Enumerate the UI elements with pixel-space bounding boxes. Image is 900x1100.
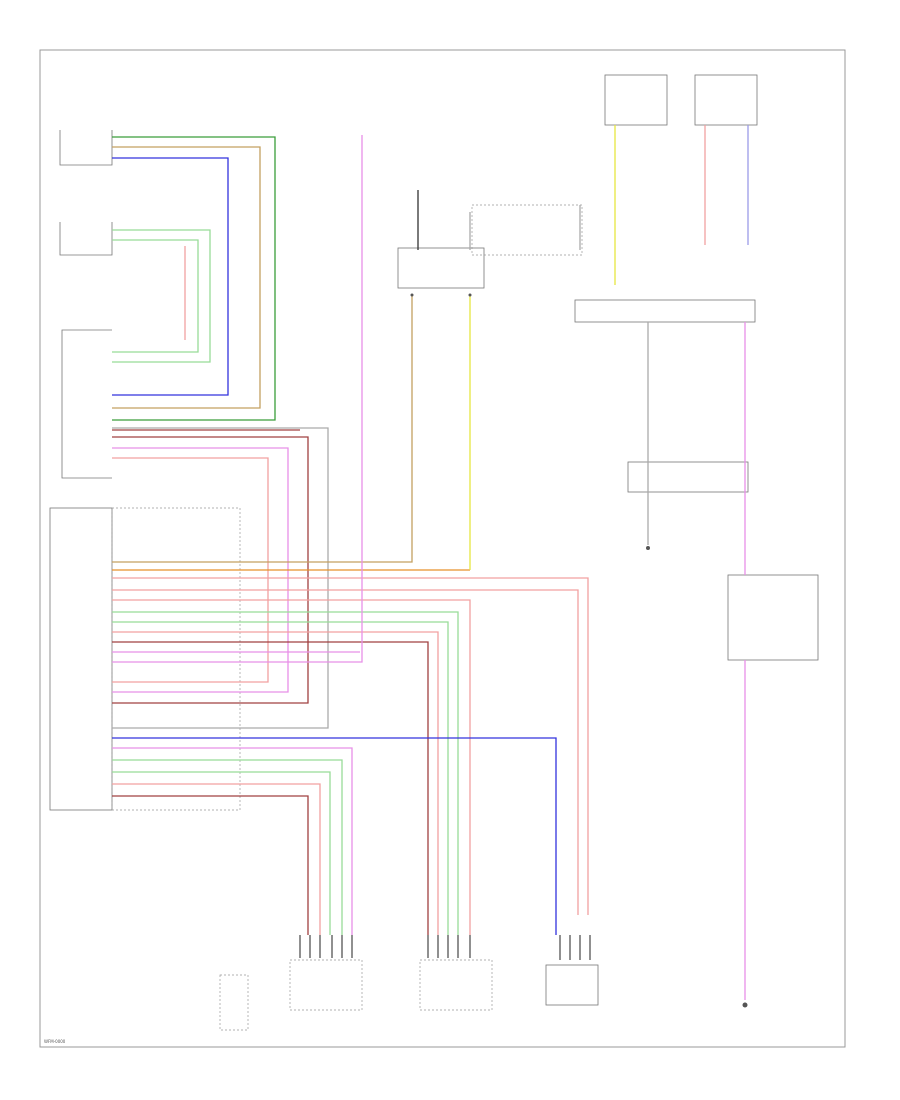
steering-wheel-connector [397, 204, 583, 289]
footer-code: WFM-0000 [44, 1039, 66, 1044]
left-seat-sensor-connector [59, 130, 113, 166]
bottom-connector-pins [299, 935, 591, 960]
wire-group-left-loops [112, 136, 276, 421]
right-seatbelt-pretensioner [419, 959, 493, 1011]
airbag-control-module [49, 507, 241, 811]
passenger-airbag-module [545, 964, 599, 1006]
occupant-classification-ecu [61, 329, 112, 479]
driver-seat-switch [219, 974, 249, 1031]
passenger-buckle-switch-box [694, 74, 758, 126]
wire-group-module-rows [112, 135, 589, 935]
passenger-seat-connector [627, 461, 749, 493]
wire-group-top-right [417, 125, 749, 1000]
center-junction-bar [574, 299, 756, 323]
rear-seat-sensor-connector [59, 222, 113, 256]
driver-buckle-switch-box [604, 74, 668, 126]
diagram-frame [39, 49, 846, 1048]
left-seatbelt-pretensioner [289, 959, 363, 1011]
ground-connector-right [727, 574, 819, 661]
ground-symbols [410, 293, 748, 1008]
